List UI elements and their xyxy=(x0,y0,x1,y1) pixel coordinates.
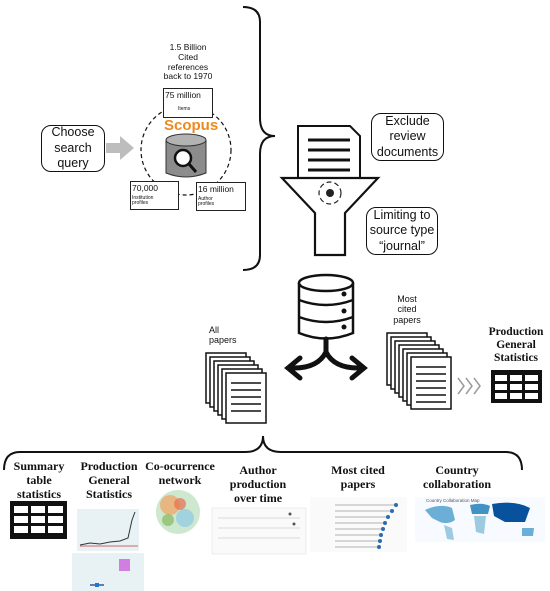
database-stack-icon xyxy=(297,273,355,340)
output-country-title: Country collaboration xyxy=(423,463,491,491)
items-value: 75 million xyxy=(165,90,201,100)
choose-query-box: Choose search query xyxy=(41,125,105,172)
all-papers-stack xyxy=(205,352,267,424)
production-title: Production General Statistics xyxy=(488,326,544,365)
scopus-brand: Scopus xyxy=(164,117,219,134)
most-cited-thumb xyxy=(310,497,407,552)
document-icon xyxy=(297,125,361,181)
all-papers-label: All papers xyxy=(209,325,237,346)
output-network-title: Co-ocurrence network xyxy=(145,459,215,487)
most-cited-label: Most cited papers xyxy=(393,294,421,325)
authors-value: 16 million xyxy=(198,184,234,194)
items-box xyxy=(163,88,213,118)
authors-box xyxy=(196,182,246,211)
output-author-title: Author production over time xyxy=(229,463,287,505)
gray-arrow xyxy=(106,136,134,160)
bottom-brace xyxy=(3,435,523,471)
institutions-label: Institution profiles xyxy=(132,195,154,207)
split-arrow xyxy=(284,336,368,381)
production-thumb xyxy=(72,509,144,591)
top-brace xyxy=(242,6,276,271)
items-label: Items xyxy=(178,106,191,112)
country-map-thumb xyxy=(415,497,545,542)
exclude-review-box: Exclude review documents xyxy=(371,113,444,161)
production-table-icon xyxy=(491,370,542,403)
funnel-icon xyxy=(279,176,381,257)
map-title: Country Collaboration Map xyxy=(426,498,480,503)
author-production-thumb xyxy=(211,507,307,555)
summary-table-icon xyxy=(10,501,67,539)
most-cited-papers-stack xyxy=(386,332,452,410)
output-most-cited-title: Most cited papers xyxy=(331,463,385,491)
output-summary-title: Summary table statistics xyxy=(13,459,65,501)
limit-source-box: Limiting to source type “journal” xyxy=(366,207,438,255)
output-production-title: Production General Statistics xyxy=(80,459,138,501)
network-thumb xyxy=(156,490,200,534)
institutions-value: 70,000 xyxy=(132,183,158,193)
institutions-box xyxy=(130,181,179,210)
chevrons xyxy=(457,377,481,395)
references-text: 1.5 Billion Cited references back to 197… xyxy=(163,42,213,82)
authors-label: Author profiles xyxy=(198,196,215,208)
scopus-database-icon xyxy=(165,133,207,178)
